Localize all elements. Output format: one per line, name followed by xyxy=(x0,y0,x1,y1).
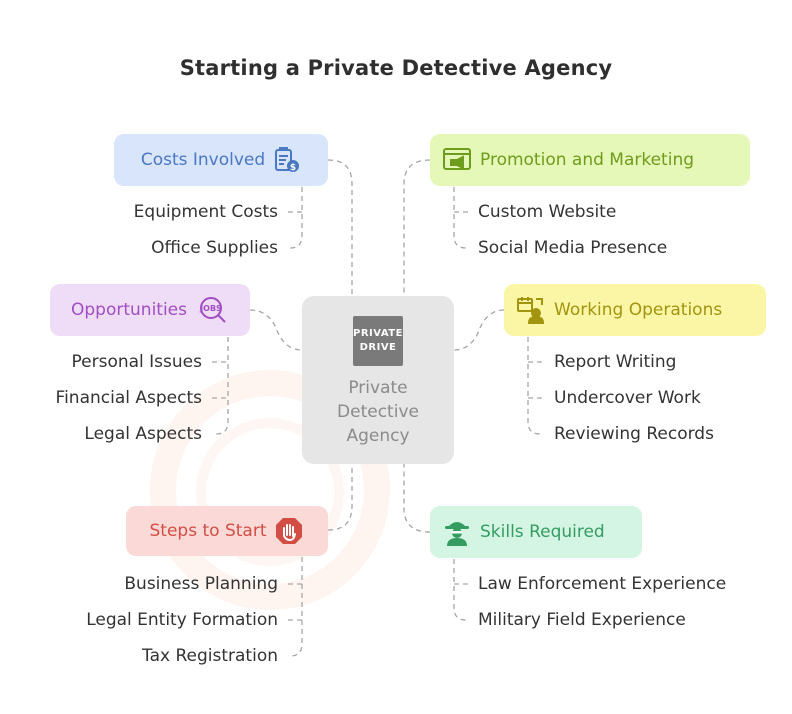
leaf-custom-website: Custom Website xyxy=(478,202,617,222)
leaf-business-planning: Business Planning xyxy=(124,574,278,594)
connector-operations xyxy=(453,309,505,351)
branch-promotion-marketing[interactable]: Promotion and Marketing xyxy=(430,134,750,186)
branch-steps-label: Steps to Start xyxy=(149,521,267,541)
connector-costs xyxy=(327,159,353,296)
logo-line-2: DRIVE xyxy=(359,342,397,353)
branch-opportunities-label: Opportunities xyxy=(71,300,187,320)
detective-icon xyxy=(442,517,472,547)
invoice-dollar-icon: $ xyxy=(273,146,301,174)
branch-skills-required[interactable]: Skills Required xyxy=(430,506,642,558)
connector-steps xyxy=(327,464,353,531)
leaf-reviewing-records: Reviewing Records xyxy=(554,424,714,444)
leaf-tax-registration: Tax Registration xyxy=(142,646,278,666)
leaf-military-field-experience: Military Field Experience xyxy=(478,610,686,630)
jobs-search-icon: JOBS xyxy=(197,296,229,324)
leaf-legal-aspects: Legal Aspects xyxy=(84,424,202,444)
connector-promotion xyxy=(403,159,431,296)
branch-promotion-label: Promotion and Marketing xyxy=(480,150,695,170)
watermark-ring-inner xyxy=(196,418,344,566)
connector-opportunities-leaves xyxy=(212,328,229,435)
connector-steps-leaves xyxy=(288,548,303,657)
svg-text:JOBS: JOBS xyxy=(199,304,222,313)
connector-opportunities xyxy=(249,309,303,351)
branch-operations-label: Working Operations xyxy=(554,300,723,320)
branch-skills-label: Skills Required xyxy=(480,522,605,542)
leaf-law-enforcement-experience: Law Enforcement Experience xyxy=(478,574,727,594)
megaphone-screen-icon xyxy=(442,146,472,174)
branch-costs-label: Costs Involved xyxy=(140,150,266,170)
leaf-equipment-costs: Equipment Costs xyxy=(133,202,278,222)
branch-costs-involved[interactable]: Costs Involved $ xyxy=(114,134,328,186)
connector-promotion-leaves xyxy=(453,178,468,249)
leaf-social-media-presence: Social Media Presence xyxy=(478,238,668,258)
leaf-personal-issues: Personal Issues xyxy=(71,352,203,372)
leaf-legal-entity-formation: Legal Entity Formation xyxy=(86,610,278,630)
stop-hand-icon xyxy=(274,516,304,546)
worker-calendar-icon xyxy=(516,295,546,325)
connector-operations-leaves xyxy=(527,328,544,435)
branch-steps-to-start[interactable]: Steps to Start xyxy=(126,506,328,556)
svg-text:$: $ xyxy=(290,163,296,173)
logo-line-1: PRIVATE xyxy=(353,328,403,339)
leaf-undercover-work: Undercover Work xyxy=(554,388,701,408)
connector-skills-leaves xyxy=(453,550,468,621)
leaf-financial-aspects: Financial Aspects xyxy=(55,388,202,408)
connector-skills xyxy=(403,464,431,533)
agency-logo: PRIVATE DRIVE xyxy=(353,316,403,366)
branch-working-operations[interactable]: Working Operations xyxy=(504,284,766,336)
leaf-office-supplies: Office Supplies xyxy=(151,238,278,258)
connector-costs-leaves xyxy=(288,178,303,249)
branch-opportunities[interactable]: Opportunities JOBS xyxy=(50,284,250,336)
leaf-report-writing: Report Writing xyxy=(554,352,677,372)
diagram-title: Starting a Private Detective Agency xyxy=(179,56,613,80)
